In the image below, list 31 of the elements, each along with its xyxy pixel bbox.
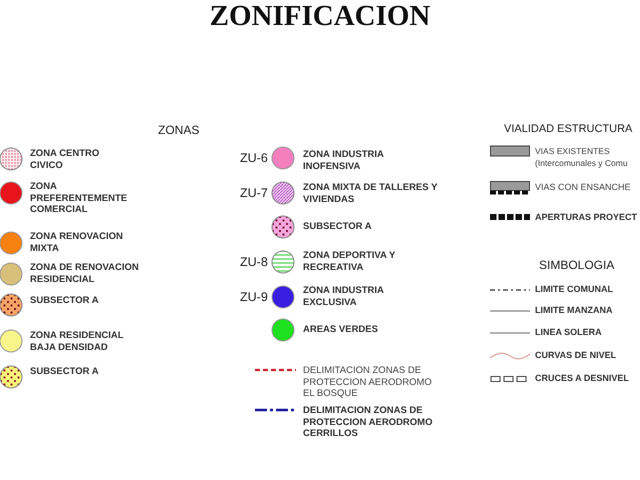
legend-text: SUBSECTOR A (30, 366, 100, 378)
legend-text: VIAS CON ENSANCHE (535, 182, 632, 194)
legend-text: ZONA DE RENOVACION RESIDENCIAL (30, 262, 140, 285)
zone-code: ZU-7 (240, 186, 268, 200)
legend-text: DELIMITACION ZONAS DE PROTECCION AERODROMO EL BOSQUE (303, 365, 433, 400)
legend-text: ZONA INDUSTRIA INOFENSIVA (303, 149, 385, 172)
legend-text: ZONA RENOVACION MIXTA (30, 231, 124, 254)
legend-text: ZONA PREFERENTEMENTE COMERCIAL (30, 181, 128, 216)
legend-text: AREAS VERDES (303, 324, 379, 336)
legend-text: ZONA CENTRO CIVICO (30, 148, 100, 171)
legend-text: DELIMITACION ZONAS DE PROTECCION AERODROMO CERRILLOS (303, 405, 433, 440)
section-heading: VIALIDAD ESTRUCTURA (504, 123, 632, 135)
section-heading: SIMBOLOGIA (539, 258, 614, 272)
zone-code: ZU-6 (240, 151, 268, 165)
legend-text: CURVAS DE NIVEL (535, 350, 618, 362)
legend-text: SUBSECTOR A (303, 221, 373, 232)
section-heading: ZONAS (158, 123, 200, 137)
title: ZONIFICACION (208, 0, 432, 33)
legend-text: SUBSECTOR A (30, 295, 100, 306)
legend-text: ZONA INDUSTRIA EXCLUSIVA (303, 285, 385, 308)
legend-text: LIMITE MANZANA (535, 305, 614, 316)
legend-text: LIMITE COMUNAL (535, 284, 614, 296)
legend-text: APERTURAS PROYECT (535, 212, 638, 224)
zone-code: ZU-9 (240, 290, 268, 304)
legend-text: ZONA DEPORTIVA Y RECREATIVA (303, 250, 396, 273)
zone-code: ZU-8 (240, 255, 268, 269)
legend-text: VIAS EXISTENTES (Intercomunales y Comu (535, 146, 629, 169)
legend-text: ZONA MIXTA DE TALLERES Y VIVIENDAS (303, 182, 438, 205)
legend-text: LINEA SOLERA (535, 327, 603, 338)
legend-text: ZONA RESIDENCIAL BAJA DENSIDAD (30, 330, 124, 353)
legend-text: CRUCES A DESNIVEL (535, 373, 630, 384)
